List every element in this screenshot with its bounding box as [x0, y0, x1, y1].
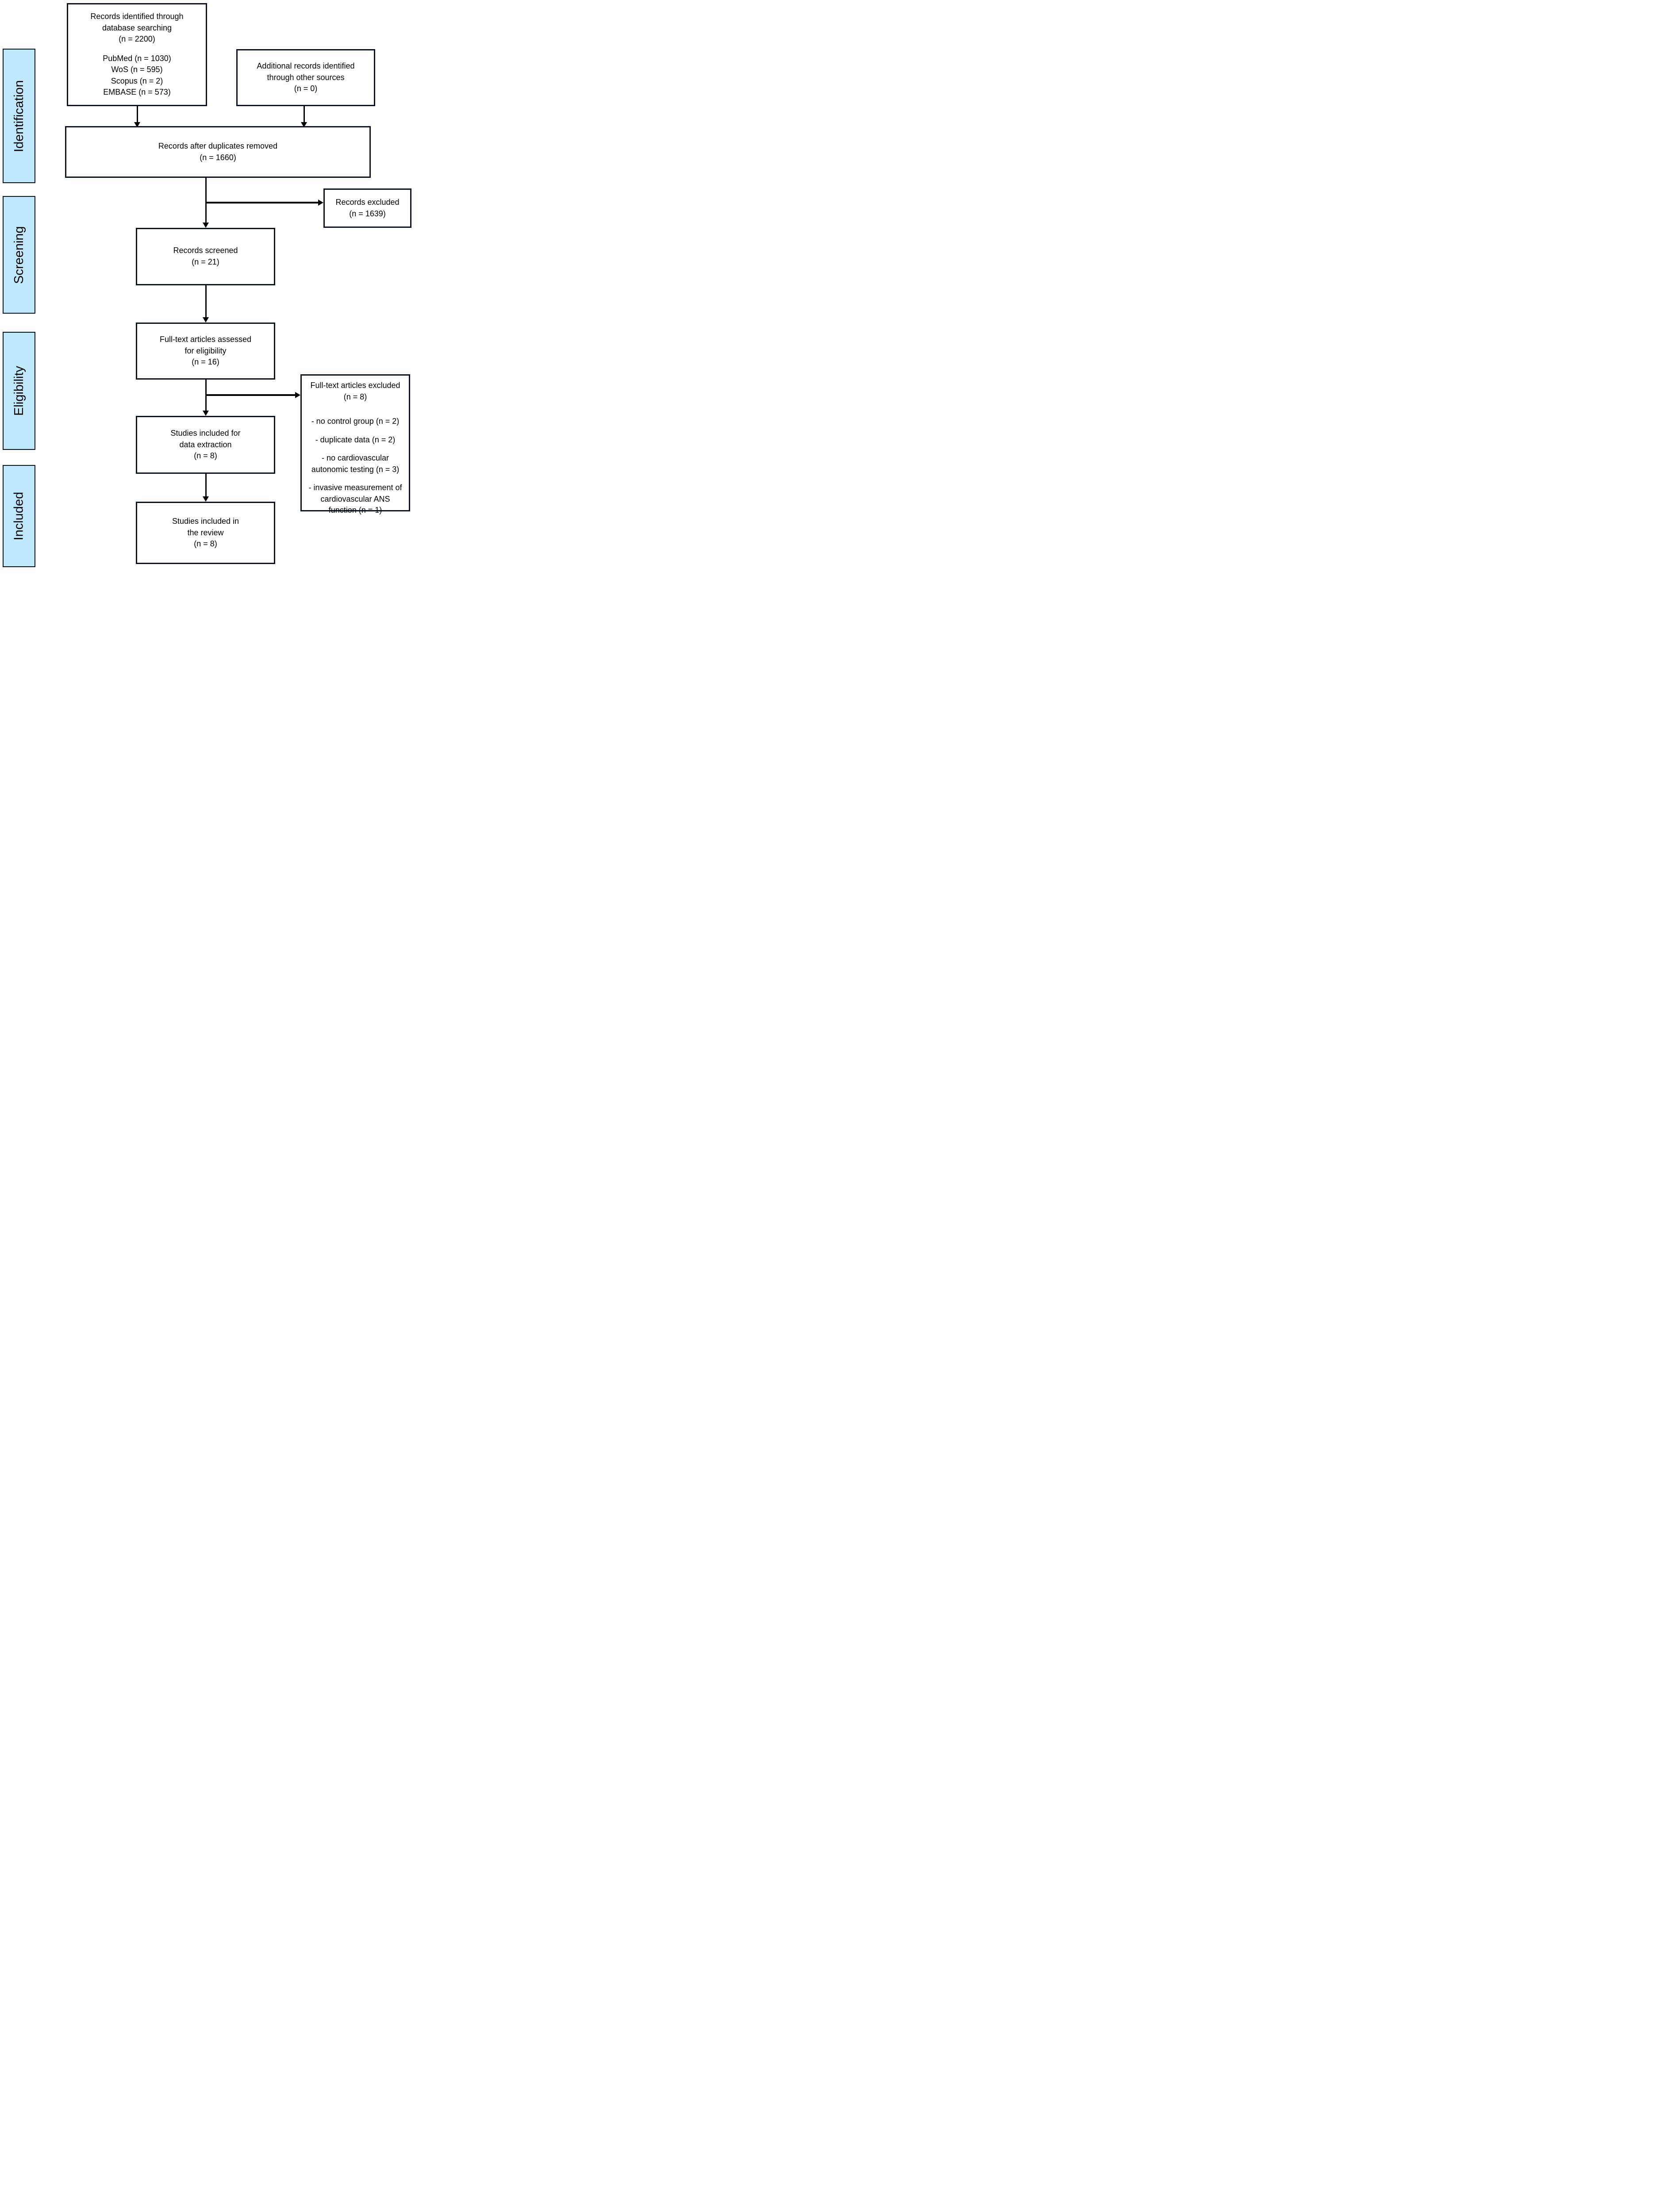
- stage-screening-label: Screening: [12, 226, 26, 284]
- stage-included: Included: [3, 465, 35, 567]
- stage-eligibility: Eligibility: [3, 332, 35, 450]
- arrow-extraction-to-review-head: [203, 496, 209, 502]
- box-line: autonomic testing (n = 3): [311, 465, 400, 474]
- box-line: function (n = 1): [328, 506, 382, 515]
- box-line: Additional records identified: [257, 61, 355, 71]
- box-line: Full-text articles excluded: [310, 381, 400, 390]
- box-line: EMBASE (n = 573): [103, 88, 171, 97]
- box-line: Full-text articles assessed: [159, 335, 252, 344]
- box-line: Records identified through: [90, 12, 184, 21]
- branch-to-records-excluded-head: [318, 200, 323, 206]
- box-line: (n = 21): [192, 257, 219, 266]
- box-fulltext-assessed: Full-text articles assessed for eligibil…: [136, 323, 275, 380]
- box-line: for eligibility: [185, 346, 227, 355]
- box-additional-records: Additional records identified through ot…: [236, 49, 375, 106]
- connector-fulltext-to-extraction-head: [203, 411, 209, 416]
- arrow-identified-to-duplicates-shaft: [137, 106, 138, 123]
- box-line: (n = 0): [294, 84, 318, 93]
- arrow-screened-to-fulltext-shaft: [205, 285, 207, 318]
- box-line: (n = 1639): [349, 209, 386, 218]
- box-records-screened: Records screened (n = 21): [136, 228, 275, 285]
- branch-to-fulltext-excluded-shaft: [206, 394, 296, 396]
- box-line: PubMed (n = 1030): [103, 54, 171, 63]
- arrow-extraction-to-review-shaft: [205, 474, 207, 497]
- box-line: - no control group (n = 2): [311, 417, 400, 426]
- box-line: (n = 1660): [200, 153, 236, 162]
- stage-identification: Identification: [3, 49, 35, 183]
- box-line: Studies included in: [172, 517, 239, 526]
- exclusion-reason: - no control group (n = 2): [304, 416, 406, 427]
- prisma-flow-diagram: Identification Screening Eligibility Inc…: [0, 0, 413, 567]
- stage-identification-label: Identification: [12, 80, 26, 152]
- box-line: (n = 2200): [119, 35, 155, 44]
- box-studies-review: Studies included in the review (n = 8): [136, 502, 275, 564]
- stage-screening: Screening: [3, 196, 35, 314]
- box-line: through other sources: [267, 73, 345, 82]
- box-line: (n = 8): [194, 539, 217, 549]
- exclusion-reason: - duplicate data (n = 2): [304, 434, 406, 446]
- box-line: Records after duplicates removed: [158, 141, 278, 150]
- branch-to-records-excluded-shaft: [206, 202, 319, 204]
- exclusion-reason: - no cardiovascular autonomic testing (n…: [304, 453, 406, 475]
- box-line: (n = 8): [343, 392, 367, 401]
- box-studies-data-extraction: Studies included for data extraction (n …: [136, 416, 275, 474]
- connector-duplicates-to-screened-head: [203, 223, 209, 228]
- arrow-screened-to-fulltext-head: [203, 317, 209, 323]
- box-line: the review: [187, 528, 224, 537]
- stage-included-label: Included: [12, 492, 26, 541]
- box-line: database searching: [102, 23, 172, 32]
- exclusion-reason: - invasive measurement of cardiovascular…: [304, 482, 406, 516]
- box-line: - duplicate data (n = 2): [315, 435, 396, 444]
- box-line: cardiovascular ANS: [320, 494, 390, 503]
- box-line: - no cardiovascular: [321, 453, 389, 463]
- arrow-additional-to-duplicates-shaft: [304, 106, 305, 123]
- box-line: data extraction: [179, 440, 232, 449]
- branch-to-fulltext-excluded-head: [295, 392, 300, 398]
- box-line: Studies included for: [170, 429, 241, 438]
- box-line: - invasive measurement of: [308, 483, 402, 492]
- box-line: Scopus (n = 2): [111, 76, 163, 85]
- box-line: (n = 8): [194, 451, 217, 461]
- box-fulltext-excluded: Full-text articles excluded (n = 8) - no…: [300, 374, 410, 515]
- box-line: Records screened: [173, 246, 238, 255]
- connector-duplicates-to-screened-shaft: [205, 178, 207, 223]
- box-records-identified: Records identified through database sear…: [67, 3, 207, 106]
- box-records-excluded: Records excluded (n = 1639): [323, 188, 411, 228]
- box-line: Records excluded: [335, 197, 400, 207]
- box-line: (n = 16): [192, 357, 219, 367]
- box-line: WoS (n = 595): [111, 65, 163, 74]
- stage-eligibility-label: Eligibility: [12, 366, 26, 416]
- box-records-after-duplicates: Records after duplicates removed (n = 16…: [65, 126, 371, 178]
